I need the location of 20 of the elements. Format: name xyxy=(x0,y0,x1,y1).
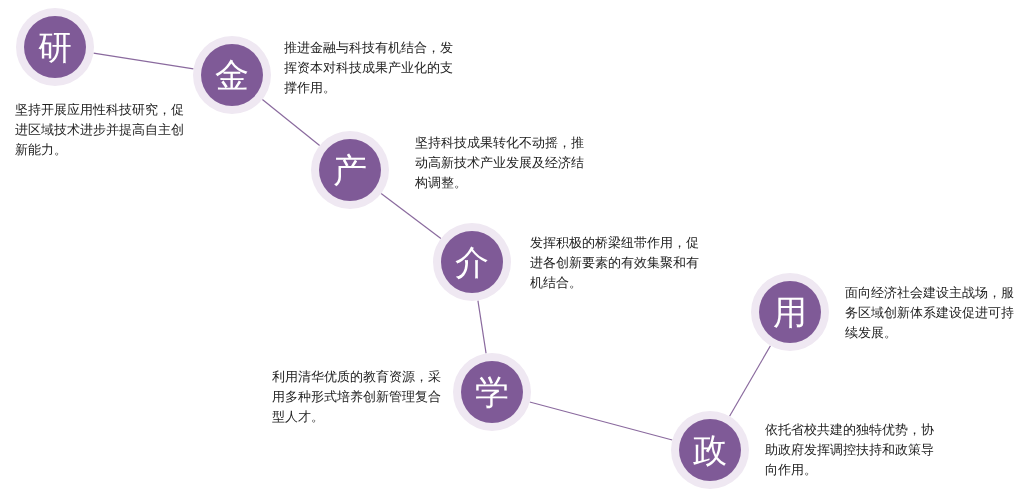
node-character: 研 xyxy=(38,30,72,64)
connector-line xyxy=(92,52,195,70)
description-text: 依托省校共建的独特优势，协助政府发挥调控扶持和政策导向作用。 xyxy=(765,421,935,479)
description-text: 利用清华优质的教育资源，采用多种形式培养创新管理复合型人才。 xyxy=(272,368,442,426)
node-character: 产 xyxy=(333,153,367,187)
connector-line xyxy=(477,299,487,355)
connector-line xyxy=(380,192,442,240)
description-text: 坚持科技成果转化不动摇，推动高新技术产业发展及经济结构调整。 xyxy=(415,134,585,192)
node-character: 学 xyxy=(475,375,509,409)
node-character: 介 xyxy=(455,245,489,279)
node-character: 政 xyxy=(693,433,727,467)
connector-line xyxy=(728,345,772,417)
description-text: 推进金融与科技有机结合，发挥资本对科技成果产业化的支撑作用。 xyxy=(284,39,454,97)
description-text: 发挥积极的桥梁纽带作用，促进各创新要素的有效集聚和有机结合。 xyxy=(530,234,700,292)
node-character: 用 xyxy=(773,295,807,329)
connector-line xyxy=(261,98,321,147)
description-text: 面向经济社会建设主战场，服务区域创新体系建设促进可持续发展。 xyxy=(845,284,1015,342)
connector-line xyxy=(529,401,673,441)
description-text: 坚持开展应用性科技研究，促进区域技术进步并提高自主创新能力。 xyxy=(15,101,185,159)
node-character: 金 xyxy=(215,58,249,92)
